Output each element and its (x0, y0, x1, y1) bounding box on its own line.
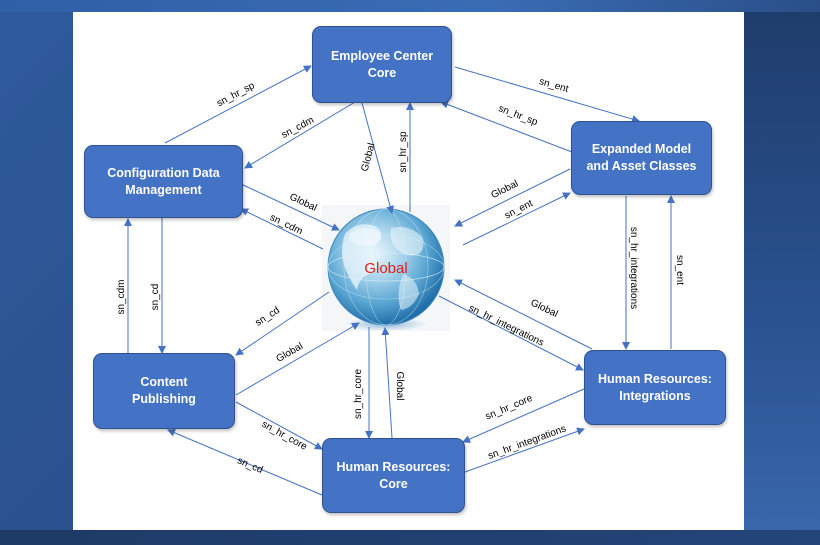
background-band-top (0, 0, 820, 12)
node-configuration-data-management[interactable]: Configuration Data Management (84, 145, 243, 218)
node-label: Employee Center Core (330, 48, 434, 80)
globe-icon (322, 205, 450, 331)
edge-sn-hr-integrations-hrc-to-hri: sn_hr_integrations (464, 423, 585, 473)
node-label: Configuration Data Management (107, 165, 220, 197)
edge-sn-hr-sp-em-to-ecc: sn_hr_sp (440, 100, 573, 153)
edge-label: sn_cdm (280, 115, 316, 141)
edge-label: Global (489, 178, 520, 201)
edge-sn-cdm-globe-to-cdm: sn_cdm (240, 208, 324, 250)
edge-label: sn_cd (236, 455, 265, 476)
globe-label: Global (364, 260, 407, 277)
edge-sn-hr-integrations-globe-to-hri: sn_hr_integrations (438, 295, 584, 371)
edge-label: sn_cd (253, 305, 281, 329)
background-band-right (744, 12, 820, 545)
diagram-canvas: Global sn_hr_sp sn_cdm sn_ent sn_hr_sp G… (73, 12, 744, 530)
edge-label: sn_cdm (116, 279, 127, 314)
node-content-publishing[interactable]: Content Publishing (93, 353, 235, 429)
edge-global-cp-to-globe: Global (235, 322, 360, 396)
node-employee-center-core[interactable]: Employee Center Core (312, 26, 452, 103)
edge-label: sn_hr_sp (215, 80, 257, 109)
edge-label: Global (529, 297, 560, 320)
edge-sn-hr-integrations-em-to-hri: sn_hr_integrations (622, 196, 639, 350)
edge-label: sn_ent (674, 255, 685, 285)
node-label: Human Resources: Core (336, 459, 451, 491)
edge-label: sn_hr_integrations (628, 227, 639, 309)
edge-global-ecc-to-globe: Global (360, 102, 395, 214)
edge-sn-ent-hri-to-em: sn_ent (667, 195, 685, 349)
edge-label: sn_hr_core (353, 369, 364, 419)
edge-label: sn_cd (150, 284, 161, 311)
edge-sn-cd-globe-to-cp: sn_cd (235, 291, 330, 356)
edge-label: sn_hr_integrations (487, 423, 568, 461)
edge-global-hrc-to-globe: Global (381, 327, 405, 439)
node-expanded-model-asset-classes[interactable]: Expanded Model and Asset Classes (571, 121, 712, 195)
node-label: Content Publishing (132, 375, 196, 406)
edge-sn-hr-core-globe-to-hrc: sn_hr_core (353, 327, 373, 439)
edge-label: sn_hr_sp (398, 131, 409, 173)
edge-label: Global (360, 142, 378, 173)
edge-sn-ent-ecc-to-em: sn_ent (454, 66, 640, 123)
node-label: Expanded Model and Asset Classes (586, 142, 697, 173)
edges-layer: Global sn_hr_sp sn_cdm sn_ent sn_hr_sp G… (116, 65, 685, 496)
edge-label: sn_hr_sp (497, 103, 540, 128)
edge-sn-ent-globe-to-em: sn_ent (462, 192, 571, 246)
edge-label: Global (274, 341, 305, 365)
node-hr-integrations[interactable]: Human Resources: Integrations (584, 350, 726, 425)
edge-label: Global (288, 192, 319, 214)
edge-sn-cdm-cp-to-cdm: sn_cdm (116, 218, 132, 353)
edge-sn-hr-core-cp-to-hrc: sn_hr_core (235, 401, 323, 453)
node-label: Human Resources: Integrations (598, 371, 712, 403)
edge-sn-cdm-ecc-to-cdm: sn_cdm (244, 101, 356, 169)
edge-sn-cd-cdm-to-cp: sn_cd (150, 218, 166, 354)
edge-label: Global (394, 372, 405, 401)
background-band-bottom (0, 530, 820, 545)
edge-label: sn_hr_core (260, 419, 309, 453)
node-hr-core[interactable]: Human Resources: Core (322, 438, 465, 513)
edge-sn-hr-sp-globe-to-ecc: sn_hr_sp (398, 102, 414, 212)
edge-label: sn_hr_core (484, 393, 535, 423)
